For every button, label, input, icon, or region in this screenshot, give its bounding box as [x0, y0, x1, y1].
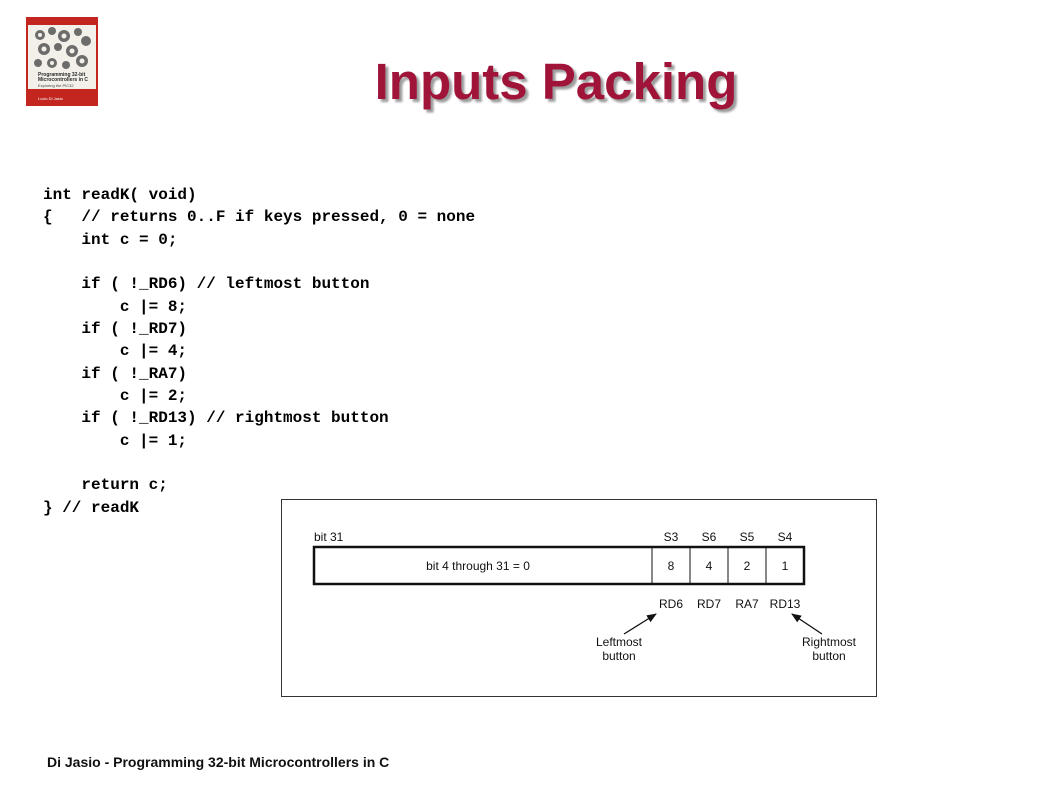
code-line: int readK( void) — [43, 186, 197, 204]
switch-label-s3: S3 — [664, 530, 679, 544]
code-line: c |= 2; — [43, 387, 188, 406]
leftmost-note-line2: button — [602, 649, 635, 663]
register-box — [312, 545, 806, 586]
pin-label-rd13: RD13 — [770, 597, 801, 611]
code-line: if ( !_RD7) — [43, 320, 188, 339]
code-line: } // readK — [43, 498, 140, 517]
switch-label-s4: S4 — [778, 530, 793, 544]
cover-author: Lucio Di Jasio — [38, 96, 63, 101]
code-block: int readK( void) { // returns 0..F if key… — [43, 184, 475, 519]
code-line: if ( !_RA7) — [43, 364, 188, 383]
cover-title: Programming 32-bit Microcontrollers in C — [38, 72, 89, 83]
book-cover-image: Programming 32-bit Microcontrollers in C… — [26, 17, 98, 106]
bit-value-8: 8 — [668, 559, 675, 573]
code-line: c |= 8; — [43, 297, 188, 316]
switch-label-s6: S6 — [702, 530, 717, 544]
pin-label-rd7: RD7 — [697, 597, 721, 611]
bit-value-2: 2 — [744, 559, 751, 573]
code-line: if ( !_RD13) // rightmost button — [43, 409, 389, 428]
slide-title: Inputs Packing — [374, 53, 738, 110]
cover-fractal-pattern — [34, 27, 91, 69]
code-line: return c; — [43, 476, 168, 495]
footer-credit: Di Jasio - Programming 32-bit Microcontr… — [47, 754, 390, 770]
pin-label-ra7: RA7 — [735, 597, 759, 611]
cover-top-band — [26, 17, 98, 25]
leftmost-note-line1: Leftmost — [596, 635, 643, 649]
code-line: { // returns 0..F if keys pressed, 0 = n… — [43, 208, 476, 227]
right-arrow — [791, 613, 823, 635]
bit-diagram-svg: bit 31 S3 S6 S5 S4 bit 4 through 31 = 0 … — [312, 530, 857, 663]
cover-subtitle: Exploring the PIC32 — [38, 83, 74, 88]
bit31-label: bit 31 — [314, 530, 344, 544]
code-line: c |= 1; — [43, 431, 188, 450]
rightmost-note-line2: button — [812, 649, 845, 663]
upper-bits-cell: bit 4 through 31 = 0 — [426, 559, 530, 573]
left-arrow — [623, 613, 657, 635]
code-line: int c = 0; — [43, 230, 178, 249]
bit-packing-diagram: bit 31 S3 S6 S5 S4 bit 4 through 31 = 0 … — [281, 499, 877, 697]
bit-value-4: 4 — [706, 559, 713, 573]
code-line: c |= 4; — [43, 342, 188, 361]
code-line: if ( !_RD6) // leftmost button — [43, 275, 370, 294]
pin-label-rd6: RD6 — [659, 597, 683, 611]
code-line — [43, 251, 475, 273]
code-line — [43, 452, 475, 474]
bit-value-1: 1 — [782, 559, 789, 573]
switch-label-s5: S5 — [740, 530, 755, 544]
rightmost-note-line1: Rightmost — [802, 635, 857, 649]
cover-bottom-band: Lucio Di Jasio — [26, 89, 98, 106]
